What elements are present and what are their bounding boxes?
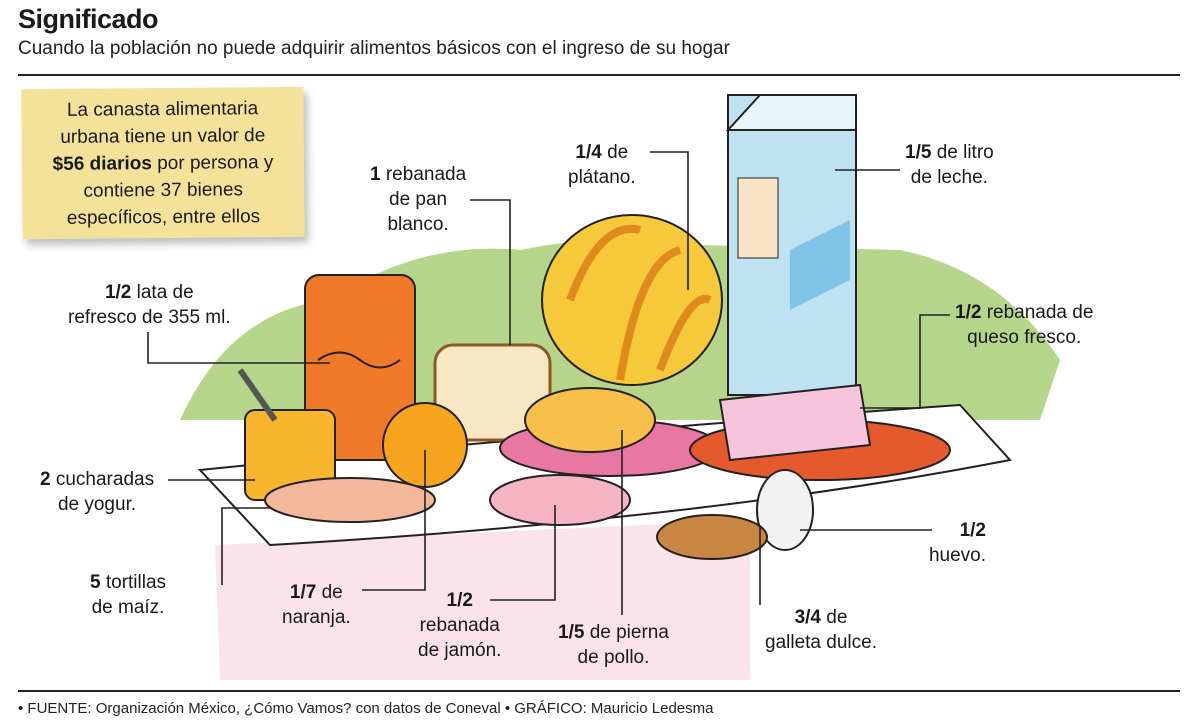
source-credit: • FUENTE: Organización México, ¿Cómo Vam… <box>18 700 714 717</box>
note-line: urbana tiene un valor de <box>60 125 266 148</box>
tortillas <box>264 477 436 523</box>
note-line: específicos, entre ellos <box>66 206 261 229</box>
bottom-divider <box>18 690 1180 692</box>
cheese <box>718 383 872 462</box>
cookie <box>656 514 768 560</box>
egg <box>756 469 814 551</box>
leader-lines <box>147 151 950 615</box>
info-note: La canasta alimentaria urbana tiene un v… <box>21 86 305 240</box>
note-highlight: $56 diarios <box>52 153 153 175</box>
top-divider <box>18 74 1180 76</box>
ham <box>489 474 631 526</box>
note-text: por persona y <box>151 152 274 175</box>
note-line: La canasta alimentaria <box>66 98 259 121</box>
page-subtitle: Cuando la población no puede adquirir al… <box>18 38 730 59</box>
chicken-leg <box>524 387 656 453</box>
page-title: Significado <box>18 4 159 34</box>
note-line: contiene 37 bienes <box>83 179 244 202</box>
note-line: $56 diarios por persona y <box>22 149 304 178</box>
pink-table <box>215 520 750 680</box>
bread <box>433 343 552 442</box>
